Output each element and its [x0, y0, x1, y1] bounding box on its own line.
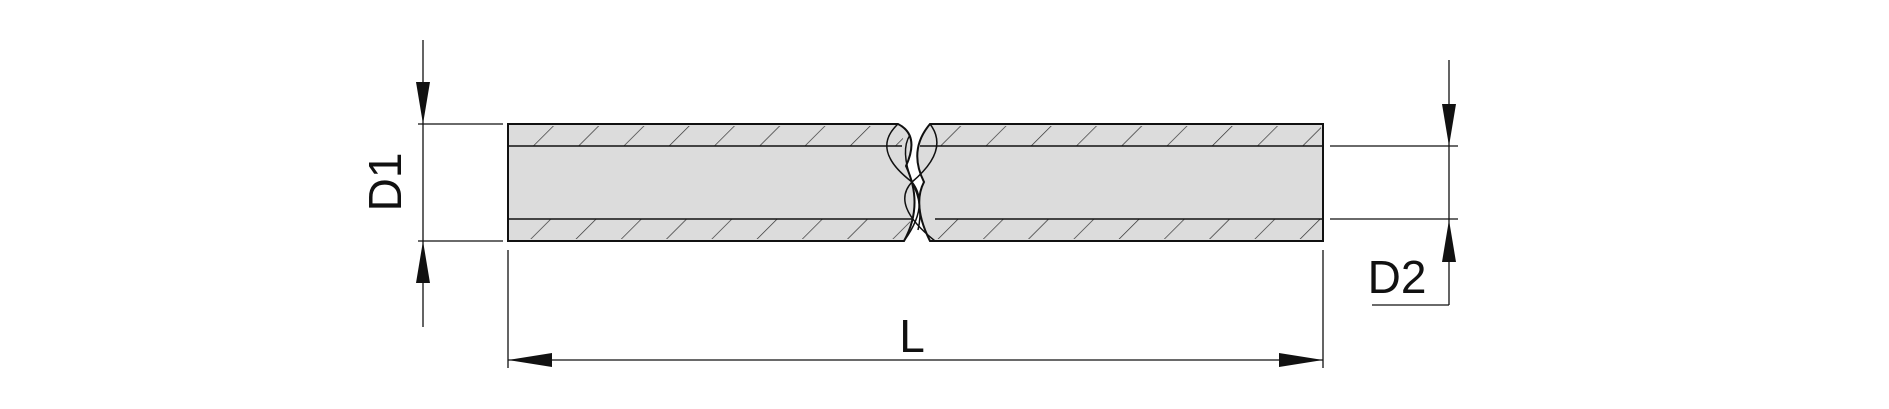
- tube-right-section: [916, 123, 1324, 242]
- l-label: L: [899, 310, 925, 362]
- tube-right-body: [916, 123, 1324, 242]
- d2-label: D2: [1368, 251, 1427, 303]
- d2-arrow-up: [1442, 220, 1456, 262]
- tube-right-wall-top: [920, 126, 1321, 146]
- tube-left-wall-bottom: [510, 219, 911, 239]
- d1-arrow-up: [416, 241, 430, 283]
- d1-label: D1: [359, 153, 411, 212]
- break-symbol: [886, 123, 938, 242]
- d1-arrow-down: [416, 82, 430, 124]
- tube-right-wall-bottom: [930, 219, 1321, 239]
- tube-left-wall-top: [510, 126, 904, 146]
- tube-left-section: [507, 123, 916, 242]
- l-arrow-left: [508, 353, 552, 367]
- l-arrow-right: [1279, 353, 1323, 367]
- d2-arrow-down: [1442, 104, 1456, 146]
